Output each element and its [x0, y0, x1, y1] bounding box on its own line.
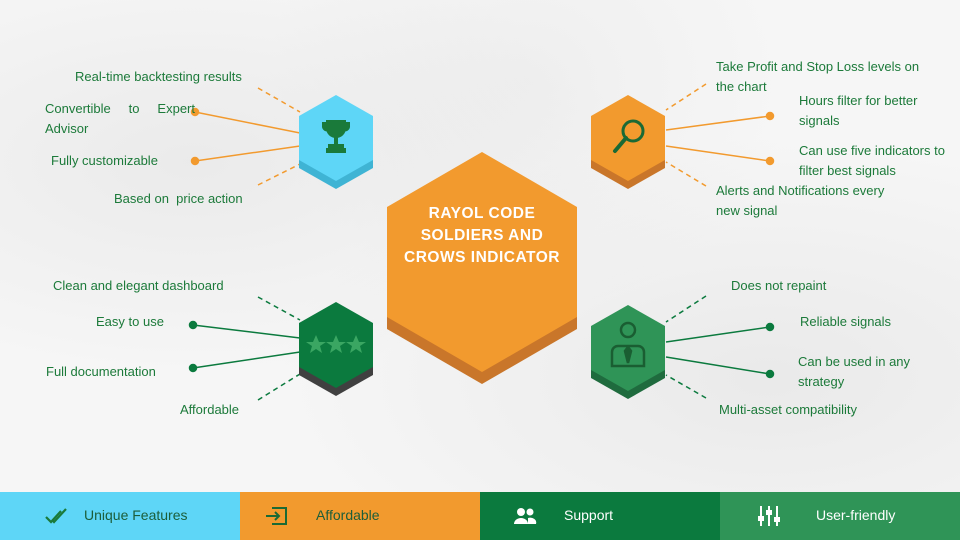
- tab-affordable[interactable]: Affordable: [240, 492, 480, 540]
- connector-dot: [765, 156, 775, 166]
- connectors-bottom-right: [665, 295, 775, 399]
- feature-label: Can use five indicators to filter best s…: [799, 143, 945, 178]
- feature-label: Convertible to Expert Advisor: [45, 101, 195, 136]
- tab-label: User-friendly: [816, 507, 896, 523]
- connector-line: [665, 295, 707, 323]
- connector-dot: [188, 320, 198, 330]
- sliders-icon: [758, 506, 780, 526]
- connector-dot: [190, 107, 200, 117]
- feature-label: Easy to use: [96, 314, 164, 329]
- hexagon-top-left: [299, 95, 373, 189]
- feature-label: Clean and elegant dashboard: [53, 278, 224, 293]
- connector-line: [257, 373, 301, 401]
- connector-line: [665, 145, 771, 162]
- feature-label: Can be used in any strategy: [798, 354, 911, 389]
- feature-label: Affordable: [180, 402, 240, 417]
- center-title: RAYOL CODE SOLDIERS AND CROWS INDICATOR: [404, 205, 560, 266]
- connector-line: [194, 111, 301, 134]
- people-icon: [514, 508, 537, 524]
- connector-dot: [765, 322, 775, 332]
- connector-line: [194, 145, 301, 162]
- diagram-canvas: [188, 83, 775, 401]
- connectors-top-left: [190, 87, 301, 186]
- feature-label: Does not repaint: [731, 278, 827, 293]
- connector-dot: [188, 363, 198, 373]
- connector-line: [192, 351, 301, 369]
- double-check-icon: [45, 508, 67, 524]
- connectors-bottom-left: [188, 296, 301, 401]
- enter-icon: [266, 507, 287, 525]
- tab-label: Affordable: [316, 507, 380, 523]
- tab-label: Support: [564, 507, 614, 523]
- tab-label: Unique Features: [84, 507, 188, 523]
- trophy-icon: [321, 120, 351, 153]
- feature-label: Fully customizable: [51, 153, 158, 168]
- connector-dot: [765, 369, 775, 379]
- connector-line: [665, 326, 771, 343]
- stars-icon: [306, 335, 366, 353]
- feature-label: Real-time backtesting results: [75, 69, 242, 84]
- feature-label: Alerts and Notifications every new signa…: [716, 183, 885, 218]
- connector-line: [257, 87, 301, 113]
- connector-line: [665, 83, 707, 111]
- user-icon: [610, 321, 646, 368]
- connector-line: [257, 163, 301, 186]
- magnifier-icon: [613, 119, 645, 153]
- feature-label: Multi-asset compatibility: [719, 402, 857, 417]
- feature-label: Hours filter for better signals: [799, 93, 918, 128]
- connector-line: [665, 161, 707, 187]
- feature-label: Take Profit and Stop Loss levels on the …: [716, 59, 920, 94]
- features-diagram: RAYOL CODE SOLDIERS AND CROWS INDICATOR …: [45, 59, 945, 417]
- connector-dot: [190, 156, 200, 166]
- connector-line: [257, 296, 301, 321]
- hexagon-bottom-right: [591, 305, 665, 399]
- footer-bar: Unique Features Affordable Support User-…: [0, 492, 960, 540]
- connector-line: [192, 324, 301, 339]
- connector-line: [665, 115, 771, 131]
- hexagon-top-right: [591, 95, 665, 189]
- hexagon-bottom-left: [299, 302, 373, 396]
- connectors-top-right: [665, 83, 775, 187]
- connector-dot: [765, 111, 775, 121]
- tab-support[interactable]: Support: [480, 492, 720, 540]
- connector-line: [665, 374, 707, 399]
- feature-label: Reliable signals: [800, 314, 892, 329]
- center-hexagon: [387, 152, 577, 384]
- tab-unique-features[interactable]: Unique Features: [0, 492, 240, 540]
- feature-label: Based on price action: [114, 191, 243, 206]
- tab-user-friendly[interactable]: User-friendly: [720, 492, 960, 540]
- connector-line: [665, 356, 771, 375]
- feature-label: Full documentation: [46, 364, 156, 379]
